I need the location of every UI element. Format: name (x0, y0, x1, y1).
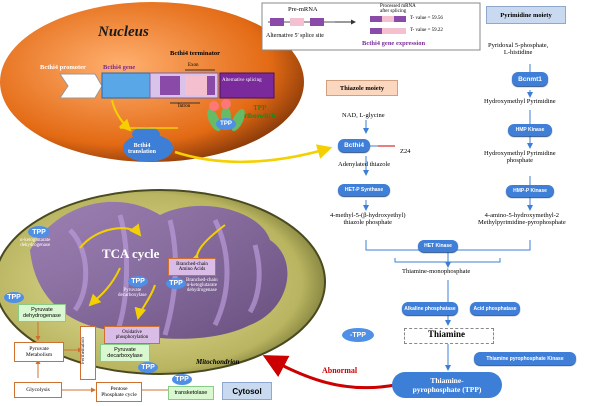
pyrimidine-pyrophosphate: 4-amino-5-hydroxymethyl-2 Methylpyrimidi… (478, 212, 566, 226)
alkaline-phosphatase-enzyme: Alkaline phosphatase (402, 302, 458, 315)
gene-expression-label: Bcthi4 gene expression (362, 40, 426, 47)
alt-splicing-label: Alternative splicing (222, 78, 262, 83)
exon-label: Exon (188, 63, 199, 68)
splice-panel (261, 2, 481, 51)
pentose-phosphate-box: Pentose Phosphate cycle (96, 382, 142, 402)
riboswitch-label: TPP riboswitch (244, 104, 276, 120)
thiamine-label: Thiamine (428, 329, 466, 339)
pyruvate-metabolism: Pyruvate Metabolism (14, 342, 64, 362)
transketolase-box: transketolase (168, 386, 214, 400)
gene-label: Bcthi4 gene (103, 64, 136, 71)
pyruvate-decarboxylase-cytosol: Pyruvate decarboxylase (100, 344, 150, 362)
het-kinase-enzyme: HET Kinase (418, 240, 458, 252)
fermentation-label: Fermentation (80, 337, 86, 364)
tpp-badge-pdh: TPP (4, 292, 24, 303)
nucleus-title: Nucleus (98, 24, 149, 40)
ribosome-large (123, 134, 173, 162)
gene-box (101, 72, 151, 99)
fermentation-box (80, 326, 96, 380)
terminator-label: Bcthi4 terminator (170, 50, 221, 57)
tpp-badge-cytosol-pdc: TPP (138, 362, 158, 373)
tpp-badge-nucleus: TPP (216, 118, 236, 130)
processed-mrna-label: Processed mRNA after splicing (380, 4, 416, 14)
bcaa-box: Branched-chain Amino Acids (168, 258, 216, 276)
hmp-kinase-enzyme: HMP Kinase (508, 124, 552, 136)
tpp-badge-transketolase: TPP (172, 374, 192, 385)
pyrimidine-title: Pyrimidine moiety (486, 6, 566, 24)
cytosol-label: Cytosol (222, 382, 272, 400)
tpp-kinase-enzyme: Thiamine pyrophosphate Kinase (474, 352, 576, 365)
het-p-synthase-enzyme: HET-P Synthase (338, 184, 390, 196)
tmp-label: Thiamine-monophosphate (402, 268, 471, 275)
thiamine-box (404, 328, 494, 344)
bcthi4-enzyme: Bcthi4 (338, 139, 370, 152)
mutation-label: Z24 (400, 148, 411, 155)
bckdh-label: Branched-chain α-ketoglutarate dehydroge… (186, 278, 218, 293)
hmp-p-kinase-enzyme: HMP-P Kinase (506, 185, 554, 197)
tpp-product: Thiamine- pyrophosphate (TPP) (392, 372, 502, 398)
tpp-badge-pdc: TPP (128, 276, 148, 287)
promoter-label: Bcthi4 promoter (40, 64, 86, 71)
alt-splice-box (219, 72, 275, 99)
splice-site-label: Alternative 5' splice site (266, 33, 324, 39)
hmp-label: Hydroxymethyl Pyrimidine (484, 98, 556, 105)
oxphos-box: Oxidative phosphorylation (104, 326, 160, 344)
intron-label: Intron (178, 104, 191, 109)
adenylated-thiazole: Adenylated thiazole (338, 161, 391, 168)
bcnmt1-enzyme: Bcnmt1 (512, 72, 548, 86)
acid-phosphatase-enzyme: Acid phosphatase (470, 302, 520, 315)
akg-dehydrogenase: α-ketoglutarate dehydrogenase (20, 238, 51, 248)
abnormal-label: Abnormal (322, 366, 358, 375)
pyruvate-decarboxylase-mito: Pyruvate decarboxylase (118, 288, 147, 298)
ribosome-small (132, 127, 160, 141)
minus-tpp-badge: -TPP (342, 328, 374, 342)
t-value-2: T- value = 59.22 (410, 28, 443, 33)
tpp-badge-akg: TPP (28, 226, 50, 238)
t-value-1: T- value = 59.56 (410, 16, 443, 21)
hmp-phosphate: Hydroxymethyl Pyrimidine phosphate (484, 150, 556, 164)
pyruvate-dehydrogenase: Pyruvate dehydrogenase (18, 304, 66, 322)
tca-cycle-label: TCA cycle (102, 246, 160, 261)
thiazole-phosphate: 4-methyl-5-(β-hydroxyethyl) thiazole pho… (330, 212, 406, 226)
tpp-badge-bckdh: TPP (166, 278, 186, 289)
nad-glycine: NAD, L-glycine (342, 112, 385, 119)
mitochondrion-label: Mitochondrion (196, 358, 240, 366)
pyridoxal-substrate: Pyridoxal 5-phosphate, L-histidine (488, 42, 549, 56)
promoter-arrow (59, 73, 103, 99)
glycolysis-box: Glycolysis (14, 382, 62, 398)
translation-label: Bcthi4 translation (128, 143, 157, 155)
thiazole-title: Thiazole moiety (326, 80, 398, 96)
pre-mrna-label: Pre-mRNA (288, 6, 318, 13)
